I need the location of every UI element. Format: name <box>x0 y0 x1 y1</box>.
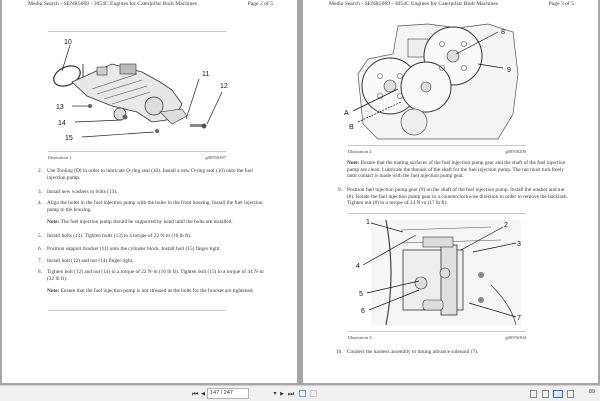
step-10: 10. Connect the harness assembly to timi… <box>336 349 479 355</box>
next-page-icon[interactable]: ▶ <box>280 391 284 397</box>
svg-text:A: A <box>344 110 349 117</box>
callout-10: 10 <box>64 39 72 46</box>
paste-icon[interactable] <box>310 390 317 397</box>
continuous-view-icon[interactable] <box>542 390 549 398</box>
first-page-icon[interactable]: ⏮ <box>191 390 199 398</box>
note-mating-surfaces: Note: Ensure that the mating surfaces of… <box>347 160 566 180</box>
illustration-1-fuel-pump: 10 11 12 13 14 15 <box>53 39 228 142</box>
page-label: Page 2 of 5 <box>247 1 273 7</box>
svg-text:9: 9 <box>507 67 511 74</box>
svg-text:B: B <box>349 124 354 131</box>
copy-icon[interactable] <box>299 390 306 397</box>
page-label: Page 3 of 5 <box>548 1 574 7</box>
svg-text:5: 5 <box>359 291 363 298</box>
step-9: 9. Position fuel injection pump gear (9)… <box>338 187 568 207</box>
document-viewport[interactable]: Media Search - SENR5069 - 3054C Engines … <box>0 0 600 385</box>
svg-text:3: 3 <box>517 241 521 248</box>
divider <box>48 31 226 32</box>
step-8: 8. Tighten bolt (12) and nut (14) to a t… <box>38 269 264 282</box>
last-page-icon[interactable]: ⏭ <box>287 390 295 398</box>
step-3: 3. Install new washers to bolts (13). <box>38 189 118 195</box>
svg-text:7: 7 <box>517 315 521 322</box>
zoom-level[interactable]: 89 <box>589 389 596 395</box>
page-header: Media Search - SENR5069 - 3054C Engines … <box>28 1 273 7</box>
note-support-pump: Note: The fuel injection pump should be … <box>47 219 233 225</box>
step-4: 4. Align the holes in the fuel injection… <box>38 200 263 213</box>
navigation-toolbar: ⏮ ◀ 147 / 247 ▾ ▶ ⏭ 89 <box>0 385 600 401</box>
svg-text:8: 8 <box>501 29 505 36</box>
svg-text:15: 15 <box>65 135 73 142</box>
illustration-3-solenoid: 1 2 3 4 5 6 7 <box>356 219 521 326</box>
illustration-1-caption: Illustration 1 g00956387 <box>48 155 226 160</box>
svg-text:12: 12 <box>220 83 228 90</box>
svg-text:11: 11 <box>202 71 209 78</box>
svg-text:1: 1 <box>366 219 370 226</box>
previous-page-icon[interactable]: ◀ <box>201 391 205 397</box>
divider <box>48 151 226 152</box>
svg-text:13: 13 <box>56 104 64 111</box>
note-pump-stress: Note: Ensure that the fuel injection pum… <box>47 288 254 294</box>
step-6: 6. Position support bracket (11) onto th… <box>38 246 221 252</box>
svg-text:14: 14 <box>58 120 66 127</box>
divider <box>348 145 526 146</box>
document-title: Media Search - SENR5069 - 3054C Engines … <box>329 1 499 7</box>
svg-text:6: 6 <box>361 308 365 315</box>
divider <box>348 331 526 332</box>
illustration-2-gear-train: 8 9 A B <box>344 23 519 140</box>
single-page-view-icon[interactable] <box>530 390 537 398</box>
svg-text:2: 2 <box>504 222 508 229</box>
step-7: 7. Install bolt (12) and nut (14) finger… <box>38 258 134 264</box>
two-page-continuous-view-icon[interactable] <box>567 390 574 398</box>
svg-text:4: 4 <box>356 263 360 270</box>
page-number-field[interactable]: 147 / 247 <box>207 388 249 399</box>
two-page-view-icon[interactable] <box>553 390 563 398</box>
step-2: 2. Use Tooling (D) in order to lubricate… <box>38 168 253 181</box>
document-title: Media Search - SENR5069 - 3054C Engines … <box>28 1 198 7</box>
step-5: 5. Install bolts (13). Tighten bolts (13… <box>38 233 192 239</box>
page-3: Media Search - SENR5069 - 3054C Engines … <box>303 0 598 383</box>
illustration-3-caption: Illustration 3 g00956304 <box>348 335 526 340</box>
page-2: Media Search - SENR5069 - 3054C Engines … <box>2 0 297 383</box>
page-header: Media Search - SENR5069 - 3054C Engines … <box>329 1 574 7</box>
divider <box>48 310 226 311</box>
divider <box>348 213 526 214</box>
illustration-2-caption: Illustration 2 g00958200 <box>348 149 526 154</box>
page-dropdown-icon[interactable]: ▾ <box>273 390 277 397</box>
